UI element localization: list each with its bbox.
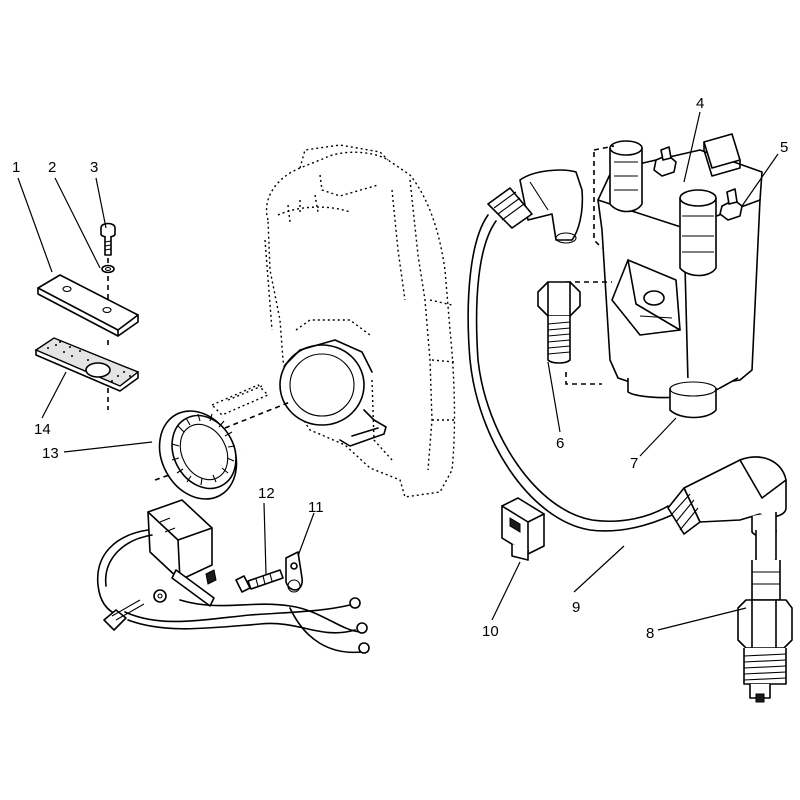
screw — [235, 569, 284, 593]
connector — [501, 497, 545, 561]
ring-terminals — [349, 597, 370, 654]
callout-4: 4 — [696, 95, 704, 112]
ground-bolt — [103, 589, 167, 631]
callout-13: 13 — [42, 445, 59, 462]
callout-1: 1 — [12, 159, 20, 176]
spark-plug — [737, 530, 793, 703]
mount-plate — [37, 274, 139, 337]
shaft-key — [210, 384, 270, 416]
callout-2: 2 — [48, 159, 56, 176]
callout-9: 9 — [572, 599, 580, 616]
coil-lead-cap — [487, 169, 584, 244]
ignition-module — [147, 499, 217, 607]
callout-labels: 1 2 3 4 5 6 7 8 9 10 11 12 13 14 — [12, 95, 788, 642]
plug-cap — [667, 456, 787, 538]
ignition-coil — [597, 133, 763, 419]
callout-11: 11 — [308, 499, 324, 516]
cable-clamp — [285, 551, 303, 593]
coil-bolt-axis-line — [565, 281, 612, 385]
gasket — [34, 337, 140, 392]
callout-7: 7 — [630, 455, 638, 472]
seal-ring — [158, 410, 238, 500]
leader-lines — [17, 111, 779, 631]
callout-3: 3 — [90, 159, 98, 176]
bolt — [100, 222, 116, 256]
callout-5: 5 — [780, 139, 788, 156]
wire-harness — [96, 529, 363, 654]
callout-14: 14 — [34, 421, 51, 438]
axis-line-key — [224, 401, 291, 429]
lock-washer — [101, 264, 115, 274]
housing-collar — [279, 339, 387, 447]
coil-axis-line — [593, 145, 615, 249]
callout-12: 12 — [258, 485, 275, 502]
ht-lead — [467, 214, 673, 532]
callout-10: 10 — [482, 623, 499, 640]
coil-bolt — [537, 281, 581, 364]
engine-housing — [264, 144, 456, 498]
callout-8: 8 — [646, 625, 654, 642]
callout-6: 6 — [556, 435, 564, 452]
